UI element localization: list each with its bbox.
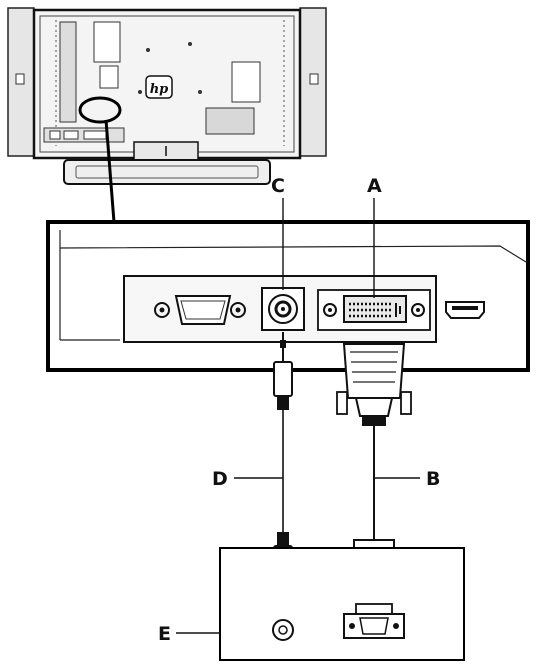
label-e: E [158, 623, 171, 645]
label-a: A [367, 175, 382, 197]
serial-port [154, 295, 246, 325]
label-b: B [426, 468, 440, 490]
connector-panel-zoom [46, 220, 530, 372]
callout-a: A [367, 175, 382, 298]
svg-text:hp: hp [150, 82, 169, 97]
port-area-highlight [78, 96, 122, 124]
zoom-leader-line [104, 119, 116, 223]
callout-d: D [212, 468, 283, 490]
label-d: D [212, 468, 228, 490]
hp-logo-icon: hp [145, 75, 173, 99]
callout-b: B [374, 468, 440, 490]
callout-c: C [271, 175, 285, 290]
monitor-rear-view: hp [7, 7, 327, 185]
label-c: C [271, 175, 285, 197]
hdmi-port [445, 301, 485, 319]
audio-in-jack [261, 287, 305, 331]
source-device-panel [219, 547, 465, 661]
callout-e: E [158, 623, 220, 645]
